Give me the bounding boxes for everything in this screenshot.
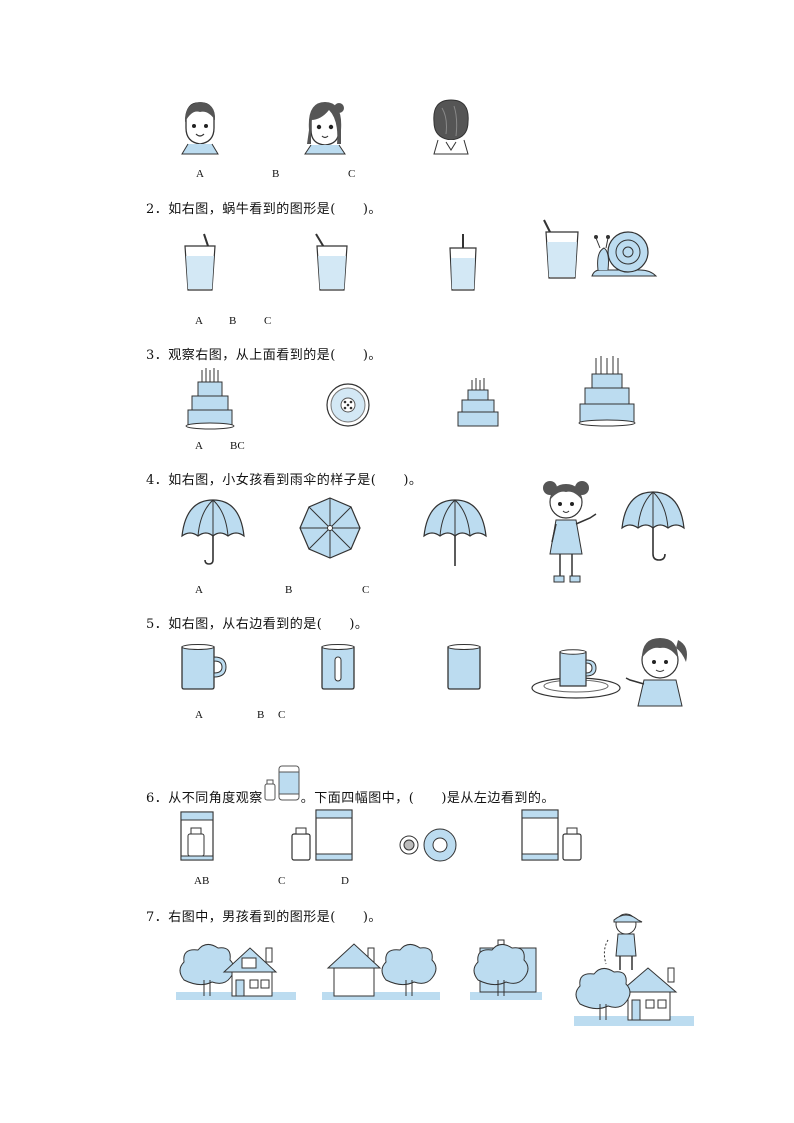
option-label-b: B <box>272 168 280 180</box>
mug-plain-icon <box>447 644 481 690</box>
mug-on-plate-icon <box>531 649 621 699</box>
question-6-text-after: 。下面四幅图中，( )是从左边看到的。 <box>300 791 555 806</box>
glass-icon <box>184 233 216 291</box>
boy-on-roof-scene-icon <box>574 913 694 1026</box>
boy-face-icon <box>181 102 219 155</box>
option-label-c: C <box>264 315 272 327</box>
option-label-a: A <box>195 709 203 721</box>
option-label-c: C <box>362 584 370 596</box>
glass-with-snail-icon <box>543 219 658 279</box>
glass-icon <box>449 234 477 291</box>
jar-and-bottle-icon <box>521 809 582 861</box>
umbrella-reference-icon <box>621 491 685 561</box>
option-label-c: C <box>278 709 286 721</box>
head-back-icon <box>433 99 469 155</box>
glass-icon <box>315 233 348 291</box>
question-2-text: 2．如右图，蜗牛看到的图形是( )。 <box>146 202 382 217</box>
option-label-a: A <box>195 584 203 596</box>
house-and-tree-icon <box>322 943 440 1000</box>
option-label-bc: BC <box>230 440 245 452</box>
tree-and-house-icon <box>176 944 296 1000</box>
cake-top-view-icon <box>326 383 370 427</box>
option-label-a: A <box>196 168 204 180</box>
girl-figure-icon <box>543 481 597 583</box>
umbrella-top-icon <box>299 497 361 559</box>
question-4-text: 4．如右图，小女孩看到雨伞的样子是( )。 <box>146 473 423 488</box>
girl-face-icon <box>304 102 346 155</box>
option-label-c: C <box>278 875 286 887</box>
umbrella-straight-icon <box>423 499 487 566</box>
question-6-text: 6．从不同角度观察 。下面四幅图中，( )是从左边看到的。 <box>146 765 555 806</box>
top-view-circles-icon <box>399 828 457 862</box>
cake-side-icon <box>457 378 499 427</box>
option-label-ab: AB <box>194 875 210 887</box>
bottle-and-jar-icon <box>291 809 353 861</box>
umbrella-icon <box>181 499 245 565</box>
girl-pointing-icon <box>625 638 687 707</box>
option-label-a: A <box>195 440 203 452</box>
question-6-text-before: 6．从不同角度观察 <box>146 791 263 806</box>
question-5-text: 5．如右图，从右边看到的是( )。 <box>146 617 369 632</box>
option-label-c: C <box>348 168 356 180</box>
option-label-b: B <box>229 315 237 327</box>
cake-icon <box>185 368 235 430</box>
option-label-b: B <box>285 584 293 596</box>
option-label-a: A <box>195 315 203 327</box>
option-label-d: D <box>341 875 349 887</box>
mug-handle-front-icon <box>321 644 355 690</box>
cake-reference-icon <box>578 356 636 427</box>
bottle-jar-inline-icon <box>263 765 301 804</box>
question-3-text: 3．观察右图，从上面看到的是( )。 <box>146 348 382 363</box>
option-label-b: B <box>257 709 265 721</box>
mug-icon <box>181 644 227 690</box>
tree-top-view-icon <box>470 939 542 1000</box>
question-7-text: 7．右图中，男孩看到的图形是( )。 <box>146 910 382 925</box>
jar-bottle-view-icon <box>180 811 214 861</box>
